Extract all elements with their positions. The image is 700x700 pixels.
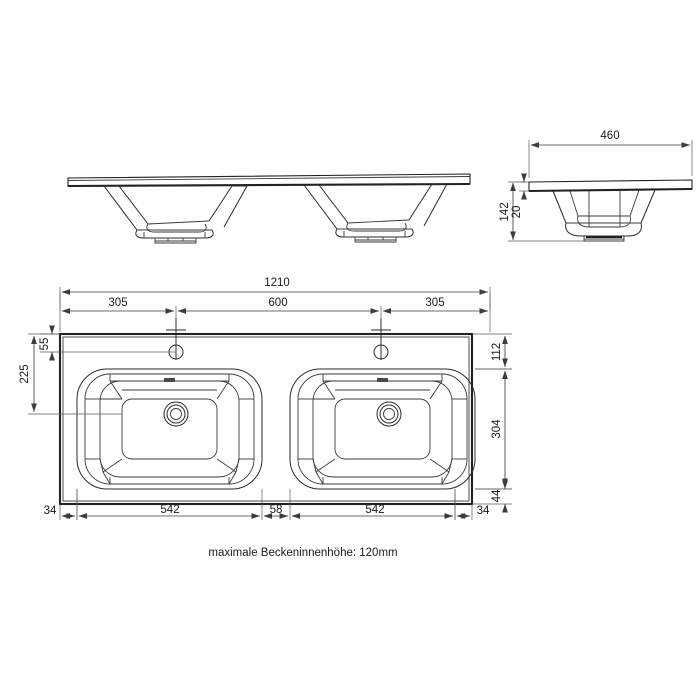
plan-basin-left [76, 368, 263, 490]
plan-slab-outline [58, 332, 474, 506]
dim-label-305-left: 305 [108, 297, 127, 309]
dim-chain-segments: 305 600 305 [59, 292, 491, 318]
plan-view: 1210 305 600 305 55 [19, 277, 512, 559]
dim-460-depth: 460 [528, 130, 693, 178]
dim-label-112: 112 [491, 343, 503, 361]
dim-label-304: 304 [491, 419, 503, 439]
dim-label-20: 20 [511, 206, 523, 219]
front-counter-slab [67, 173, 471, 188]
dim-label-305-right: 305 [425, 297, 444, 309]
dim-142-height: 142 [499, 181, 584, 242]
drain-left [163, 401, 189, 427]
drain-right [376, 401, 402, 427]
dim-55-tap-setback: 55 [39, 325, 176, 361]
dim-label-1210: 1210 [264, 277, 290, 289]
drawing-caption: maximale Beckeninnenhöhe: 120mm [208, 547, 397, 559]
dim-label-34-left: 34 [44, 505, 57, 517]
dim-label-460: 460 [600, 130, 619, 142]
dim-bottom-chain: 542 58 542 [76, 489, 456, 520]
dim-label-55: 55 [39, 338, 51, 351]
dim-label-58: 58 [270, 504, 283, 516]
tap-hole-right [371, 318, 391, 360]
overflow-slot-right [377, 378, 388, 382]
plan-basin-right [289, 368, 476, 490]
dim-225-back-to-basin: 225 [19, 333, 122, 415]
front-basin-left [103, 185, 248, 244]
dim-label-542-right: 542 [365, 504, 384, 516]
dim-label-142: 142 [499, 202, 511, 221]
dim-label-44: 44 [491, 489, 503, 502]
side-basin-bowl [552, 189, 656, 242]
dim-label-34-right: 34 [477, 505, 490, 517]
dim-label-225: 225 [19, 364, 31, 383]
dim-label-600: 600 [268, 297, 287, 309]
dim-label-542-left: 542 [160, 504, 179, 516]
front-elevation-view [67, 173, 471, 244]
overflow-slot-left [164, 378, 175, 382]
front-basin-right [303, 183, 448, 243]
dim-44-front-edge: 44 [472, 480, 512, 513]
side-counter-slab [528, 179, 693, 193]
side-elevation-view: 460 142 20 [499, 130, 693, 242]
dim-20-thickness: 20 [511, 173, 529, 219]
